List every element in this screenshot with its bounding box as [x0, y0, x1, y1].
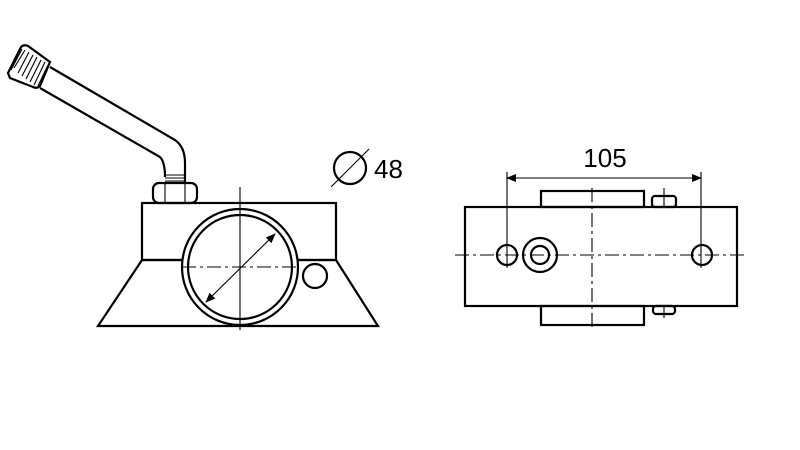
- handle-boss-inner: [529, 244, 551, 266]
- diameter-symbol-icon: [332, 150, 368, 186]
- mount-hole-right: [690, 243, 714, 267]
- handle-boss-outer: [521, 236, 559, 274]
- bolt-hole: [301, 262, 329, 290]
- top-view: 105: [455, 143, 745, 330]
- nut: [151, 181, 199, 205]
- diameter-label: 48: [330, 148, 403, 188]
- handle-grip: [6, 44, 52, 89]
- thread: [165, 174, 185, 182]
- side-view: 48: [6, 44, 403, 330]
- main-body: [463, 205, 739, 308]
- handle-rod: [39, 66, 187, 183]
- diameter-value: 48: [374, 154, 403, 184]
- hole-spacing-value: 105: [583, 143, 626, 173]
- diameter-dimension-arrow: [205, 233, 276, 303]
